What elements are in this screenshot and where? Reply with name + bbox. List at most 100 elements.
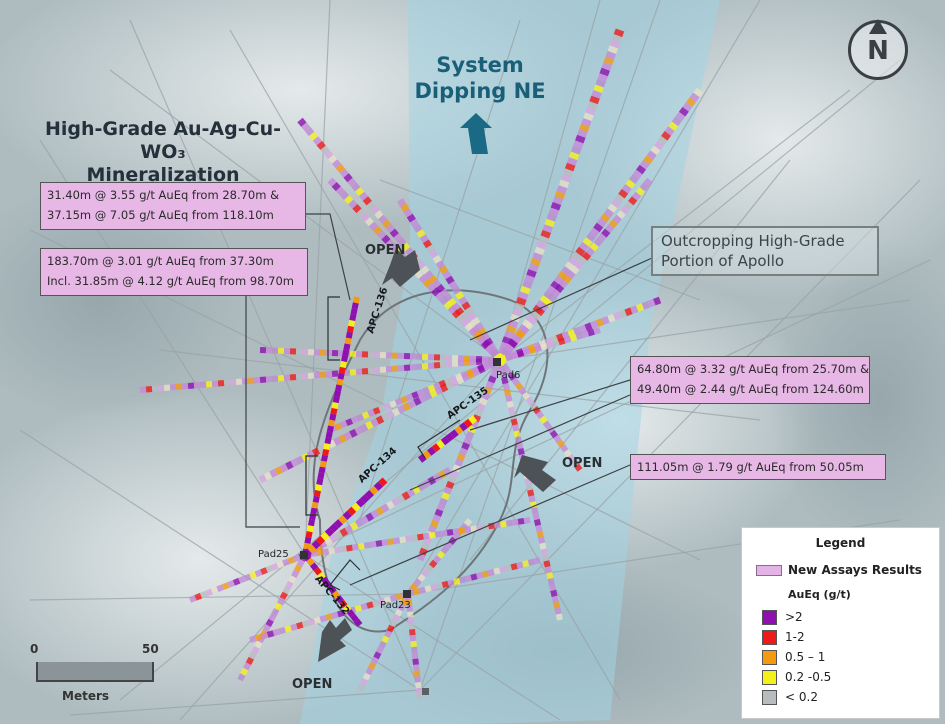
assay-interval [591, 89, 602, 99]
assay-interval [447, 579, 455, 587]
assay-interval [460, 370, 469, 379]
assay-interval [517, 447, 525, 456]
assay-interval [547, 577, 555, 586]
assay-interval [328, 585, 337, 595]
assay-interval [595, 318, 605, 327]
assay-interval [443, 300, 453, 310]
assay-interval [413, 396, 422, 406]
assay-interval [408, 623, 415, 630]
assay-interval [524, 274, 535, 284]
open-label-sw: OPEN [292, 677, 333, 692]
assay-interval [271, 562, 279, 571]
assay-interval [339, 168, 349, 178]
assay-interval [265, 618, 274, 628]
assay-interval [383, 402, 392, 411]
assay-interval [586, 232, 597, 242]
assay-interval [319, 460, 327, 468]
assay-interval [597, 73, 608, 82]
assay-interval [428, 274, 438, 284]
assay-interval [272, 628, 281, 637]
assay-interval [411, 646, 418, 654]
assay-interval [512, 424, 520, 432]
assay-interval [693, 87, 704, 98]
assay-interval [568, 256, 579, 266]
assay-interval [331, 181, 341, 192]
assay-interval [345, 331, 353, 339]
open-arrow-se [514, 455, 556, 492]
historic-drillhole [304, 0, 331, 556]
assay-interval [343, 369, 351, 376]
assay-interval [409, 634, 417, 642]
assay-interval [301, 620, 310, 628]
assay-interval [193, 382, 201, 389]
assay-interval [671, 116, 682, 127]
assay-interval [285, 460, 294, 470]
assay-interval [413, 578, 422, 587]
assay-interval [418, 274, 428, 284]
assay-interval [664, 126, 675, 136]
assay-interval [364, 489, 375, 500]
assay-interval [353, 618, 363, 627]
assay-interval [318, 539, 328, 549]
assay-interval [395, 592, 403, 601]
assay-interval [440, 545, 450, 555]
assay-interval [334, 422, 343, 431]
assay-interval [187, 382, 195, 389]
assay-interval [422, 278, 433, 288]
assay-interval [483, 386, 493, 395]
assay-interval [335, 186, 345, 196]
system-line-2: Dipping NE [414, 79, 546, 103]
system-dipping-label: System Dipping NE [410, 52, 550, 104]
assay-interval [365, 420, 374, 430]
assay-interval [628, 196, 638, 206]
assay-interval [555, 613, 563, 621]
assay-interval [362, 196, 372, 206]
assay-interval [501, 336, 513, 345]
callout-apc136: 31.40m @ 3.55 g/t AuEq from 28.70m & 37.… [40, 182, 306, 230]
assay-interval [313, 372, 321, 379]
assay-interval [343, 173, 353, 183]
assay-interval [603, 208, 614, 218]
leader-lines [245, 213, 653, 586]
open-label-nw: OPEN [365, 243, 406, 258]
assay-interval [324, 437, 332, 445]
assay-interval [506, 400, 514, 408]
assay-interval [510, 563, 518, 571]
assay-interval [400, 203, 410, 213]
assay-interval [474, 408, 484, 417]
assay-interval [427, 384, 436, 393]
assay-interval [581, 330, 590, 339]
assay-interval [560, 173, 572, 183]
assay-interval [522, 280, 533, 289]
assay-interval [601, 228, 611, 238]
assay-interval [546, 285, 557, 295]
assay-interval [242, 662, 252, 671]
assay-interval [450, 469, 459, 478]
assay-interval [326, 425, 334, 433]
assay-interval [311, 501, 319, 509]
assay-interval [454, 458, 464, 467]
assay-interval [332, 396, 340, 404]
assay-interval [575, 246, 586, 257]
pad25-marker [300, 551, 308, 559]
assay-interval [503, 330, 515, 340]
assay-interval [488, 522, 495, 530]
assay-interval [499, 565, 507, 574]
assay-interval [221, 582, 230, 590]
assay-interval [322, 548, 330, 556]
historic-drillhole [499, 299, 911, 361]
assay-interval [540, 548, 548, 556]
assay-drillholes [139, 28, 704, 701]
assay-interval [370, 509, 380, 519]
assay-interval [631, 191, 642, 201]
assay-interval [585, 106, 596, 116]
assay-interval [238, 575, 246, 584]
assay-interval [528, 346, 537, 355]
outcrop-label: Outcropping High-Grade Portion of Apollo [651, 226, 879, 276]
assay-interval [175, 383, 183, 390]
assay-interval [448, 280, 458, 290]
assay-interval [315, 484, 323, 492]
assay-interval [365, 667, 374, 676]
historic-drillhole [179, 359, 501, 721]
assay-interval [555, 333, 565, 342]
